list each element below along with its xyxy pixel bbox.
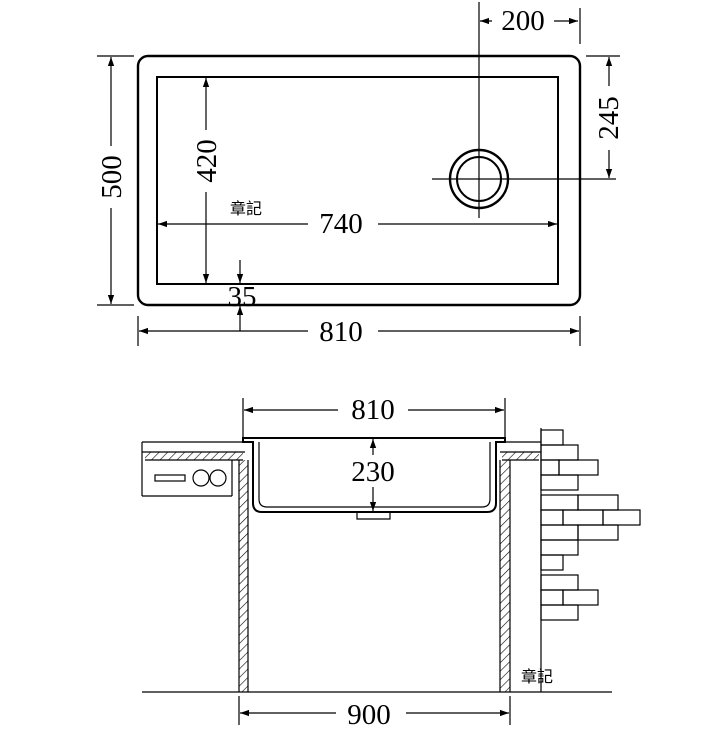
countertop-right: [500, 441, 541, 461]
sink-bowl-outline: [156, 76, 559, 285]
brick-wall: [540, 428, 641, 692]
cabinet-wall-right: [499, 460, 511, 692]
dim-label-810-section: 810: [351, 394, 395, 426]
dim-label-810-top: 810: [319, 316, 363, 348]
countertop-left: [141, 441, 245, 497]
section-view: 810 230: [141, 392, 641, 731]
dim-label-245: 245: [593, 96, 625, 140]
dim-label-740: 740: [319, 208, 363, 240]
dim-label-900: 900: [347, 699, 391, 731]
dim-label-200: 200: [501, 5, 545, 37]
drain-outlet: [356, 512, 391, 520]
control-slot-icon: [154, 474, 186, 482]
dim-label-35: 35: [228, 281, 257, 313]
dim-label-420: 420: [191, 139, 223, 183]
sink-outer-outline: [136, 54, 582, 307]
cabinet-wall-left: [238, 460, 249, 692]
knob-icon: [192, 469, 210, 487]
top-view: 200 245 500 420 740 章記 35 810: [96, 2, 625, 348]
stamp-section: 章記: [521, 667, 553, 686]
dim-label-500: 500: [96, 155, 128, 199]
knob-icon: [209, 469, 227, 487]
stamp-top: 章記: [230, 199, 262, 218]
dim-label-230: 230: [351, 456, 395, 488]
